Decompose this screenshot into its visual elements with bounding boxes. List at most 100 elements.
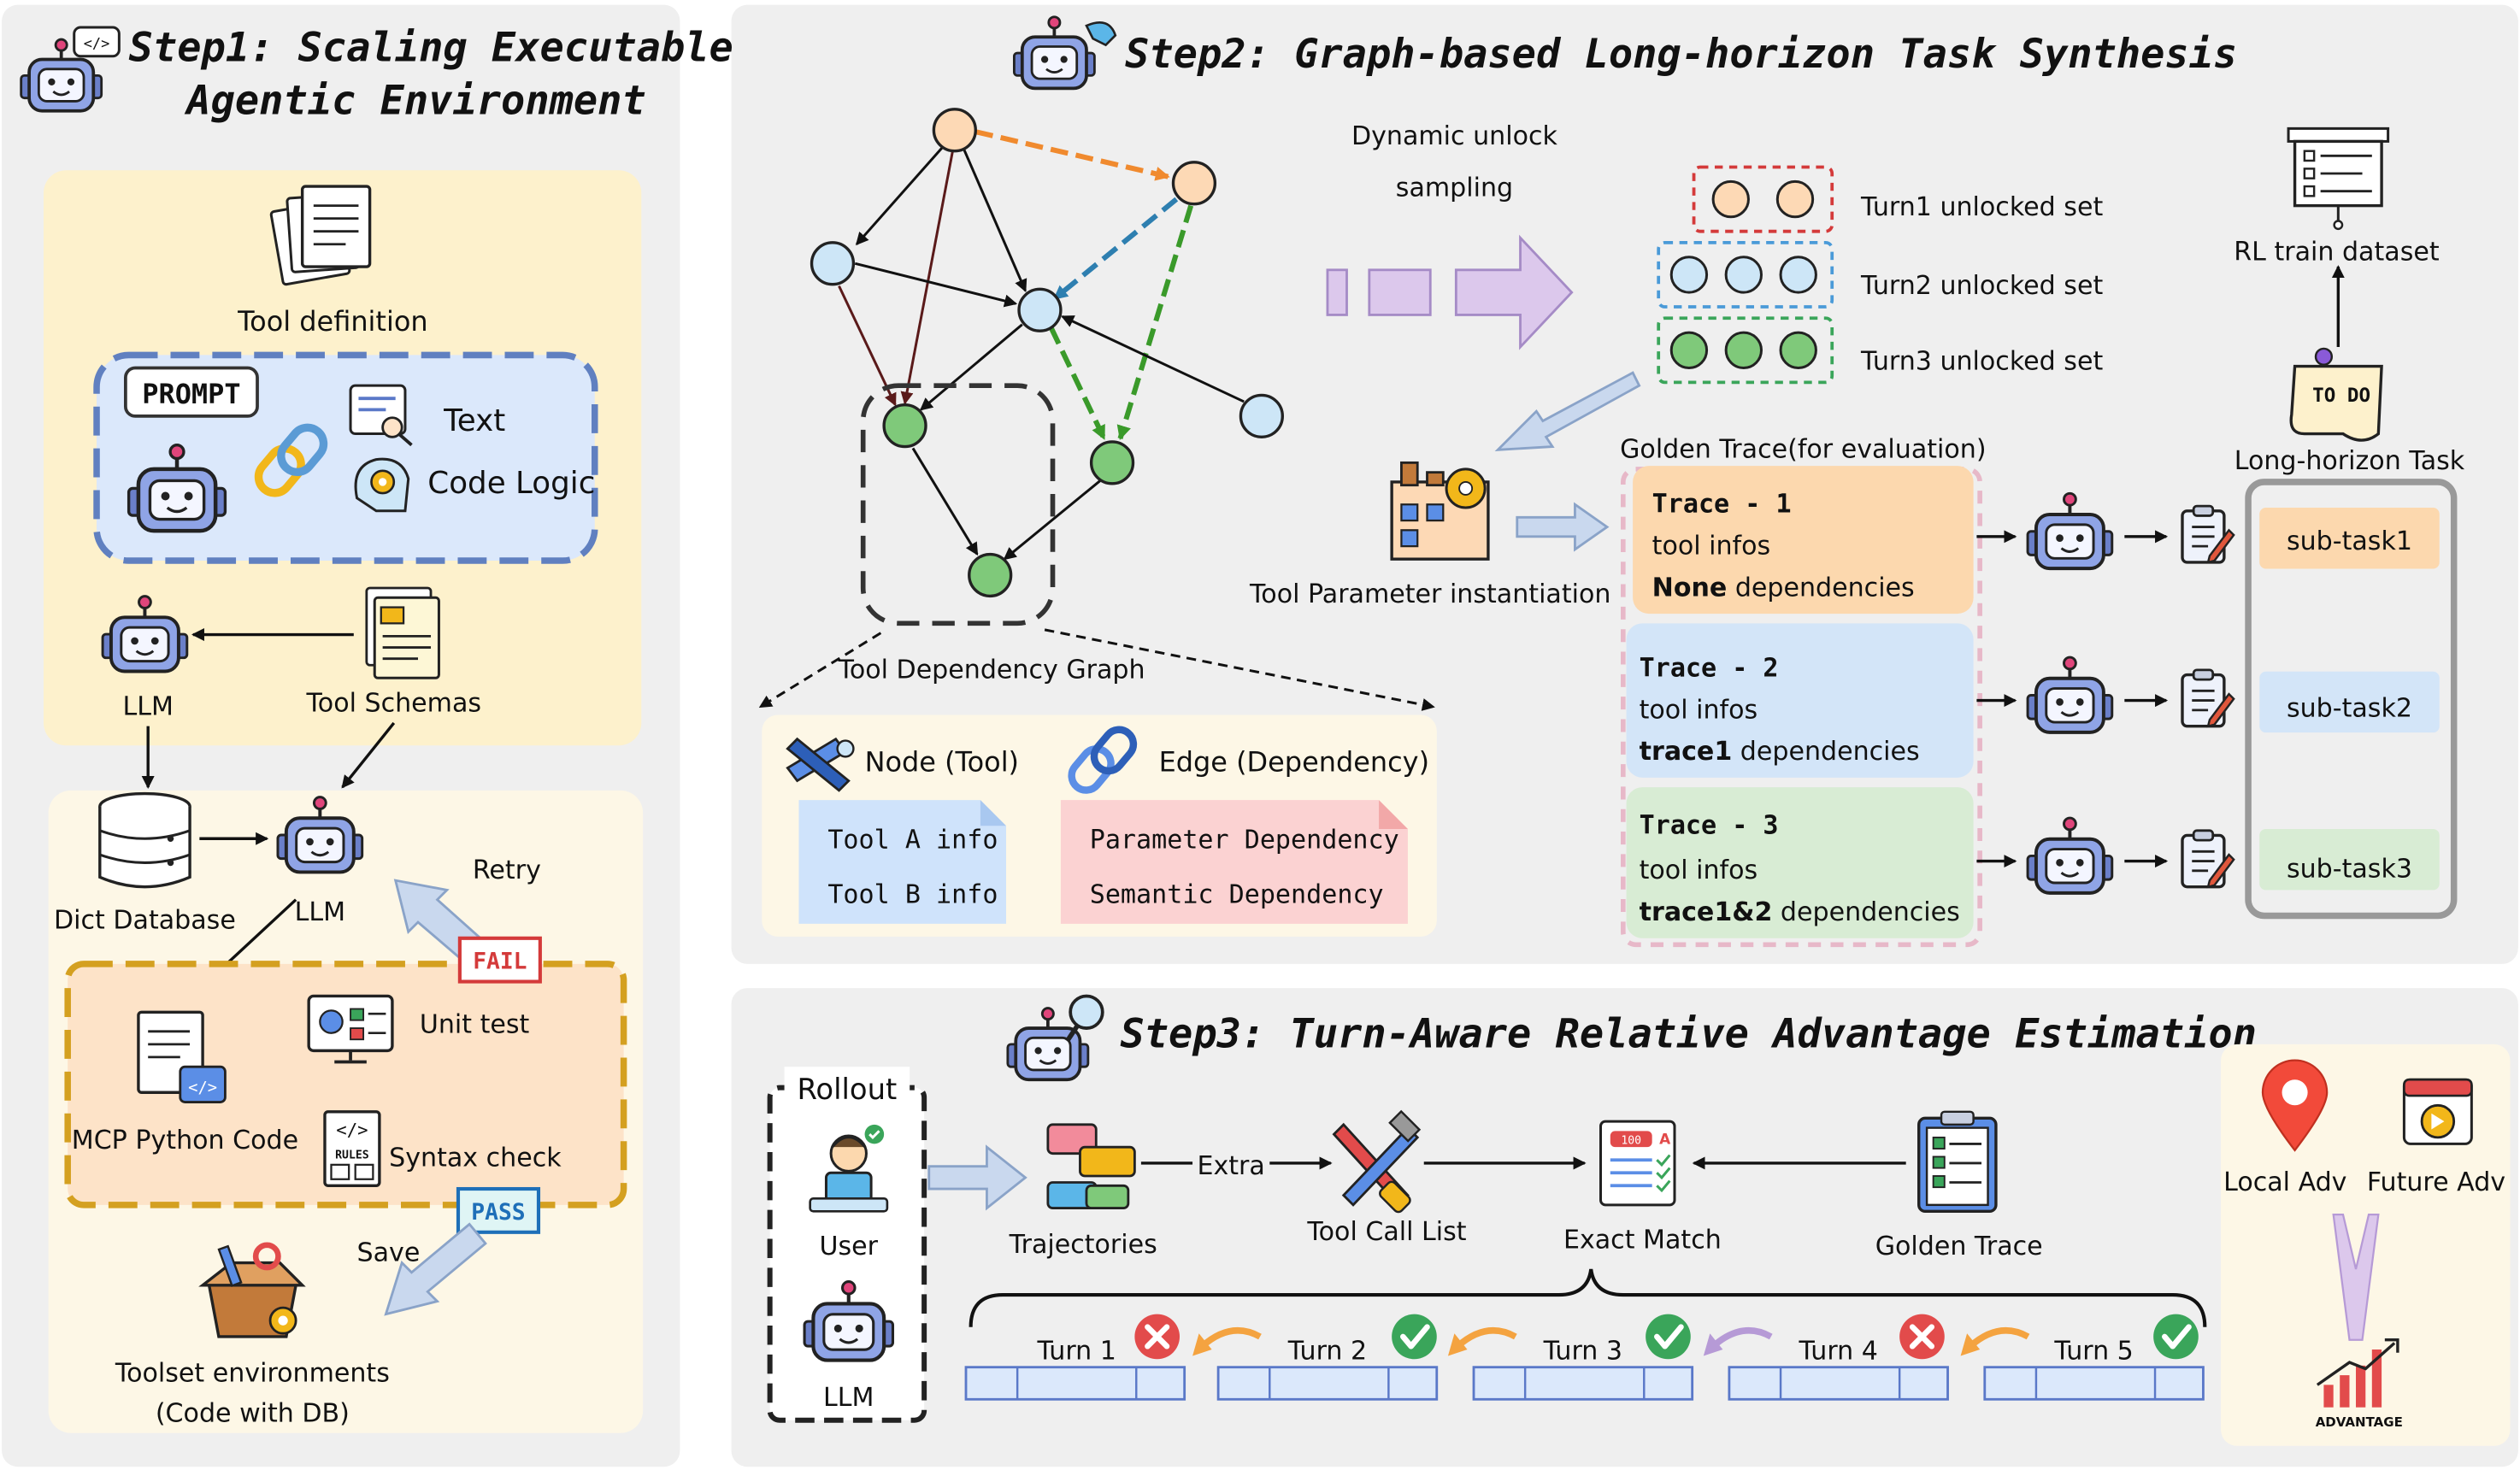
trace-row-2	[1976, 656, 2235, 734]
svg-text:100: 100	[1621, 1134, 1641, 1147]
save-big-arrow	[384, 1222, 487, 1316]
subtask3-label: sub-task3	[2287, 854, 2412, 884]
trace2-infos: tool infos	[1640, 695, 1758, 725]
svg-text:Turn 2: Turn 2	[1287, 1336, 1367, 1366]
save-label: Save	[357, 1238, 421, 1268]
svg-text:Turn 4: Turn 4	[1799, 1336, 1878, 1366]
trace1-deps: None dependencies	[1652, 573, 1915, 603]
syntax-check-label: Syntax check	[389, 1144, 562, 1173]
sets-to-instantiation-arrow	[1494, 371, 1641, 451]
svg-text:Turn 5: Turn 5	[2053, 1336, 2133, 1366]
rollout-to-trajectories-arrow	[927, 1144, 1027, 1211]
svg-text:TO DO: TO DO	[2312, 385, 2370, 407]
golden-trace-eval-label: Golden Trace(for evaluation)	[1620, 435, 1986, 465]
trace1-title: Trace - 1	[1652, 490, 1792, 520]
sampling-big-arrow	[1326, 234, 1574, 350]
tool-node-icon	[786, 737, 855, 792]
code-logic-label: Code Logic	[427, 466, 595, 501]
edge-chain-icon	[1068, 726, 1138, 794]
schemas-to-mid-llm-arrow	[341, 721, 396, 789]
mcp-python-code-label: MCP Python Code	[72, 1126, 298, 1155]
trace2-deps: trace1 dependencies	[1640, 737, 1920, 767]
tool-dependency-graph	[810, 108, 1285, 626]
step2-title: Step2: Graph-based Long-horizon Task Syn…	[1125, 31, 2237, 78]
trajectories-label: Trajectories	[1009, 1230, 1157, 1260]
trace1-infos: tool infos	[1652, 532, 1771, 562]
subtask3-box	[2259, 828, 2440, 891]
turn3-group: Turn 3	[1472, 1314, 1694, 1401]
turn1-group: Turn 1	[964, 1314, 1186, 1401]
toolset-label-line1: Toolset environments	[115, 1359, 390, 1389]
zoom-line-left	[758, 632, 882, 709]
unit-test-monitor-icon	[307, 994, 394, 1064]
svg-text:PASS: PASS	[471, 1200, 525, 1226]
subtask2-label: sub-task2	[2287, 693, 2412, 723]
text-label: Text	[443, 403, 505, 438]
location-pin-icon	[2261, 1059, 2329, 1152]
trace3-infos: tool infos	[1640, 856, 1758, 885]
exact-match-score-icon: 100 A	[1599, 1120, 1676, 1207]
step1-title-line2: Agentic Environment	[184, 77, 645, 124]
trace3-box	[1626, 787, 1974, 938]
turn1-status-icon	[1134, 1314, 1180, 1360]
turn2-set-label: Turn2 unlocked set	[1860, 271, 2103, 301]
tool-b-info: Tool B info	[827, 879, 998, 909]
toolset-label-line2: (Code with DB)	[156, 1399, 350, 1429]
turn1-unlocked-set	[1692, 165, 1834, 233]
extra-label: Extra	[1197, 1151, 1264, 1181]
trace-row-3	[1976, 816, 2235, 895]
prompt-badge: PROMPT	[123, 366, 259, 418]
svg-text:A: A	[1659, 1130, 1670, 1147]
subtask1-label: sub-task1	[2287, 526, 2412, 556]
turn5-status-icon	[2153, 1314, 2199, 1360]
rl-train-dataset-label: RL train dataset	[2234, 238, 2440, 268]
todo-scroll-icon: TO DO	[2289, 347, 2383, 442]
unit-test-label: Unit test	[420, 1010, 530, 1040]
factory-icon	[1390, 461, 1490, 561]
python-code-icon: </>	[137, 1010, 227, 1103]
advantage-label: ADVANTAGE	[2316, 1414, 2403, 1430]
fail-badge: FAIL	[457, 936, 542, 984]
svg-text:RULES: RULES	[335, 1149, 369, 1161]
zoom-line-right	[1044, 628, 1435, 711]
magnifier-icon	[1065, 994, 1104, 1043]
rollout-llm-label: LLM	[823, 1383, 874, 1413]
toolbox-icon	[198, 1242, 306, 1338]
dict-database-label: Dict Database	[54, 906, 236, 936]
rollout-label: Rollout	[797, 1073, 897, 1106]
retry-label: Retry	[473, 856, 541, 885]
svg-text:</>: </>	[188, 1079, 217, 1097]
golden-trace-label: Golden Trace	[1875, 1232, 2043, 1261]
user-label: User	[820, 1232, 879, 1261]
future-adv-label: Future Adv	[2367, 1167, 2505, 1197]
tool-param-inst-label: Tool Parameter instantiation	[1249, 579, 1610, 609]
parameter-dependency: Parameter Dependency	[1090, 826, 1399, 856]
tool-schemas-label: Tool Schemas	[306, 689, 481, 719]
tool-dependency-graph-label: Tool Dependency Graph	[838, 655, 1145, 685]
svg-text:FAIL: FAIL	[473, 950, 527, 975]
svg-text:</>: </>	[336, 1120, 368, 1140]
tool-a-info: Tool A info	[827, 826, 998, 856]
documents-icon	[269, 185, 372, 286]
turn2-group: Turn 2	[1216, 1314, 1437, 1401]
dataset-board-icon	[2287, 126, 2390, 231]
long-horizon-task-label: Long-horizon Task	[2234, 446, 2465, 476]
turn4-group: Turn 4	[1728, 1314, 1949, 1401]
advantage-down-arrow	[2332, 1213, 2380, 1341]
svg-text:Turn 1: Turn 1	[1036, 1336, 1116, 1366]
tool-definition-label: Tool definition	[237, 305, 428, 338]
advantage-chart-icon	[2316, 1338, 2399, 1408]
dependency-note	[1060, 800, 1408, 924]
local-adv-label: Local Adv	[2223, 1167, 2346, 1197]
trace3-title: Trace - 3	[1640, 811, 1779, 841]
trace2-title: Trace - 2	[1640, 653, 1779, 683]
semantic-dependency: Semantic Dependency	[1090, 879, 1384, 909]
step3-title: Step3: Turn-Aware Relative Advantage Est…	[1120, 1011, 2257, 1058]
syntax-rules-icon: </> RULES	[323, 1110, 381, 1187]
subtask1-box	[2259, 508, 2440, 569]
link-chain-icon	[254, 423, 328, 497]
database-icon	[98, 791, 191, 889]
tool-info-note	[798, 800, 1006, 924]
node-tool-label: Node (Tool)	[865, 745, 1019, 778]
